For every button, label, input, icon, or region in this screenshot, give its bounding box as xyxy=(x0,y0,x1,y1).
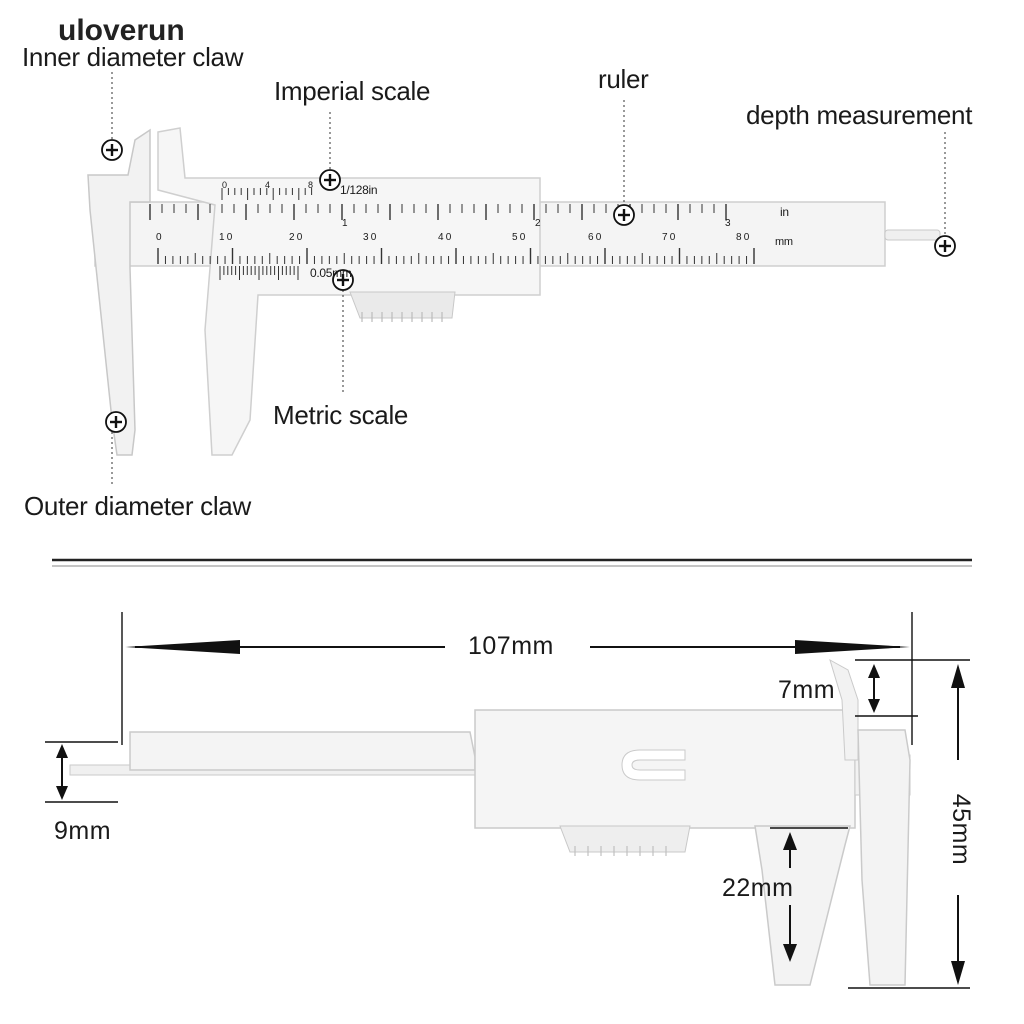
slider xyxy=(157,127,541,456)
depth-bar-dimension-label: 9mm xyxy=(54,817,112,845)
mm-number: 4 0 xyxy=(438,232,452,243)
depth-marker-icon xyxy=(933,234,957,258)
mm-number: 2 0 xyxy=(289,232,303,243)
vernier-scale-ticks xyxy=(219,188,313,280)
mm-number: 1 0 xyxy=(219,232,233,243)
mm-number: 3 0 xyxy=(363,232,377,243)
brand-watermark: uloverun xyxy=(58,14,185,47)
mm-number: 0 xyxy=(156,232,162,243)
metric-scale-label: Metric scale xyxy=(273,400,409,430)
unit-in-text: in xyxy=(780,205,789,219)
resolution-in-text: 1/128in xyxy=(340,183,378,197)
resolution-mm-text: 0.05mm xyxy=(310,266,352,280)
height-dimension-label: 45mm xyxy=(947,793,976,866)
imperial-scale-label: Imperial scale xyxy=(274,76,431,106)
vernier-in-number: 4 xyxy=(265,180,270,190)
jaw-top-dimension-label: 7mm xyxy=(778,676,836,704)
inner-claw-label: Inner diameter claw xyxy=(22,42,244,72)
leader-lines xyxy=(111,72,946,485)
fixed-jaw xyxy=(87,128,151,456)
depth-measurement-label: depth measurement xyxy=(746,100,973,130)
inch-number: 1 xyxy=(342,218,348,229)
section-divider xyxy=(52,558,972,567)
mm-number: 7 0 xyxy=(662,232,676,243)
outer-claw-label: Outer diameter claw xyxy=(24,491,251,521)
mm-scale-ticks xyxy=(157,248,755,264)
inner-claw-marker-icon xyxy=(100,138,124,162)
vernier-in-number: 0 xyxy=(222,180,227,190)
dimension-arrows xyxy=(56,640,965,985)
mm-number: 8 0 xyxy=(736,232,750,243)
vernier-in-number: 8 xyxy=(308,180,313,190)
mm-number: 5 0 xyxy=(512,232,526,243)
imperial-marker-icon xyxy=(318,168,342,192)
outer-claw-marker-icon xyxy=(104,410,128,434)
unit-mm-text: mm xyxy=(775,236,793,248)
dimension-lines xyxy=(45,612,970,989)
length-dimension-label: 107mm xyxy=(468,632,554,660)
mm-number: 6 0 xyxy=(588,232,602,243)
inch-number: 3 xyxy=(725,218,731,229)
inch-number: 2 xyxy=(535,218,541,229)
inch-scale-ticks xyxy=(149,204,727,220)
ruler-label: ruler xyxy=(598,64,649,94)
jaw-bottom-dimension-label: 22mm xyxy=(722,874,794,902)
caliper-flat xyxy=(69,658,911,986)
ruler-marker-icon xyxy=(612,203,636,227)
